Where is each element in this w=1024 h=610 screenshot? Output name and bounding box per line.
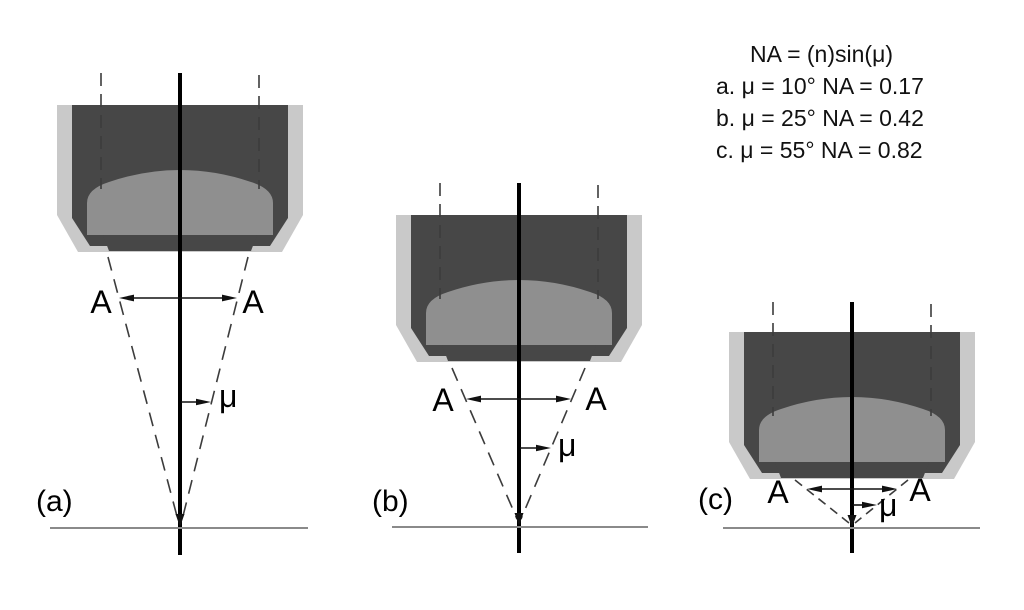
- angle-label: μ: [558, 427, 576, 463]
- aperture-label-left: A: [767, 474, 789, 510]
- objective-a: A A μ (a): [36, 73, 308, 555]
- aperture-label-right: A: [909, 472, 931, 508]
- angle-label: μ: [219, 378, 237, 414]
- angle-arrowhead: [196, 398, 211, 406]
- aperture-label-right: A: [242, 284, 264, 320]
- angle-arrowhead: [536, 444, 551, 452]
- angle-label: μ: [879, 487, 897, 523]
- focus-arrowhead: [847, 515, 857, 527]
- na-formula-title: NA = (n)sin(μ): [750, 41, 893, 67]
- aperture-label-right: A: [585, 381, 607, 417]
- aperture-arrowhead-right: [882, 485, 897, 493]
- aperture-arrowhead-left: [119, 294, 134, 302]
- aperture-arrowhead-right: [556, 395, 571, 403]
- na-formula-block: NA = (n)sin(μ) a. μ = 10° NA = 0.17 b. μ…: [716, 38, 924, 166]
- light-cone-line-right: [520, 367, 586, 520]
- light-cone-line-right: [854, 479, 909, 524]
- objective-label: (b): [372, 485, 409, 518]
- light-cone-line-left: [107, 256, 179, 521]
- light-cone-line-right: [181, 256, 249, 521]
- objective-label: (c): [698, 483, 733, 516]
- objective-c: A A μ (c): [698, 302, 980, 553]
- na-formula-entry-a: a. μ = 10° NA = 0.17: [716, 73, 924, 99]
- aperture-arrowhead-left: [466, 395, 481, 403]
- light-cone-line-left: [451, 367, 518, 520]
- aperture-arrowhead-left: [807, 485, 822, 493]
- aperture-label-left: A: [432, 382, 454, 418]
- na-formula-entry-b: b. μ = 25° NA = 0.42: [716, 105, 924, 131]
- focus-arrowhead: [175, 514, 185, 527]
- objective-label: (a): [36, 485, 73, 518]
- aperture-label-left: A: [90, 284, 112, 320]
- aperture-arrowhead-right: [222, 294, 237, 302]
- angle-arrowhead: [862, 501, 877, 509]
- focus-arrowhead: [514, 513, 524, 526]
- objective-b: A A μ (b): [372, 183, 648, 553]
- na-formula-entry-c: c. μ = 55° NA = 0.82: [716, 137, 923, 163]
- light-cone-line-left: [794, 479, 850, 524]
